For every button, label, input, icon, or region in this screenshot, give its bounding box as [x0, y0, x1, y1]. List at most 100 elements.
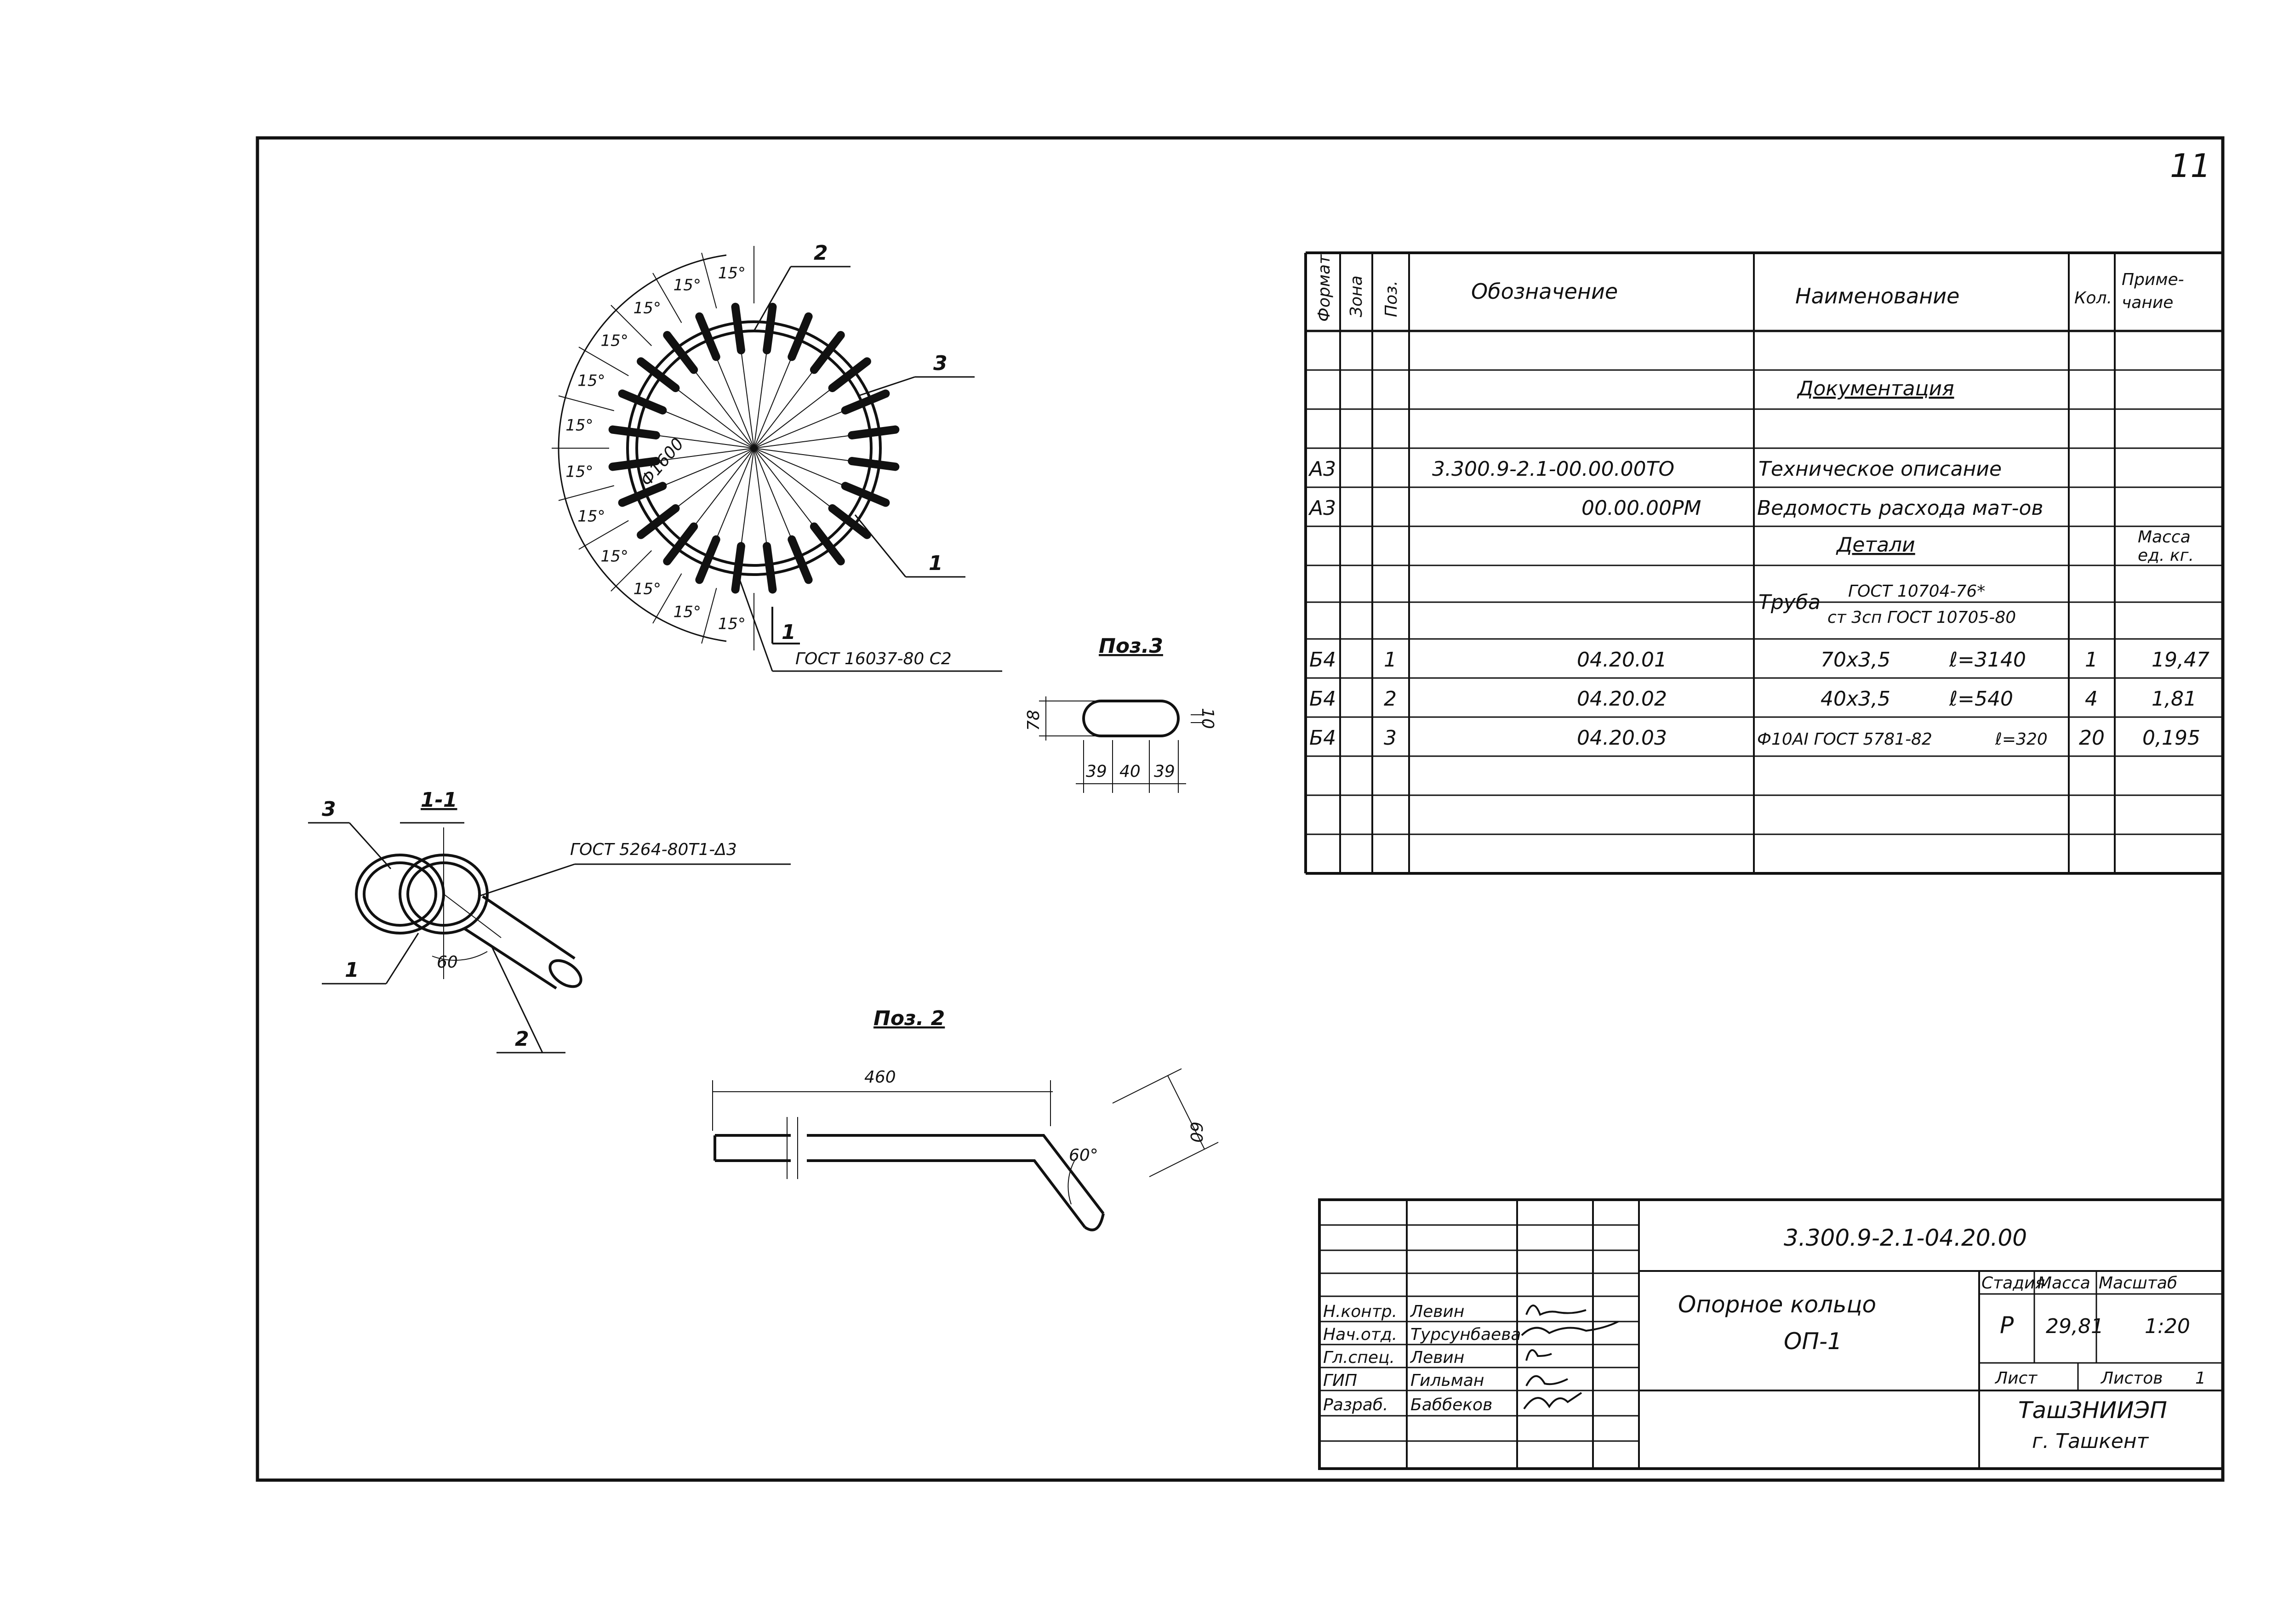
- detail-1-length: ℓ=3140: [1949, 648, 2026, 672]
- ring-angle-label: 15°: [634, 299, 661, 318]
- ring-anchor-bar: [788, 535, 813, 584]
- signatures: [1521, 1305, 1619, 1410]
- detail-3-qty: 20: [2079, 726, 2105, 750]
- detail-2-size: 40х3,5: [1821, 687, 1890, 711]
- header-format: Формат: [1315, 254, 1334, 322]
- header-qty: Кол.: [2074, 289, 2112, 308]
- pos3-gap: 10: [1198, 708, 1217, 729]
- angle-extension-line: [611, 550, 652, 592]
- mass-note-line2: ед. кг.: [2138, 546, 2194, 565]
- ring-anchor-bar: [608, 457, 660, 471]
- ring-angle-label: 15°: [718, 264, 746, 282]
- angle-extension-line: [701, 252, 717, 308]
- person-2: Турсунбаева: [1410, 1325, 1521, 1344]
- ring-angle-label: 15°: [674, 603, 701, 621]
- angle-extension-line: [578, 347, 629, 376]
- weld-note-section: ГОСТ 5264-80Т1-Δ3: [570, 840, 737, 859]
- angle-extension-line: [611, 305, 652, 346]
- ring-angle-label: 15°: [577, 507, 605, 525]
- callout-3-ring: 3: [933, 352, 948, 375]
- ring-anchor-bar: [608, 425, 660, 439]
- doc-row-1-designation: 3.300.9-2.1-00.00.00ТО: [1432, 457, 1674, 481]
- ring-anchor-bar: [663, 331, 698, 374]
- ring-angle-label: 15°: [601, 547, 628, 565]
- detail-3-designation: 04.20.03: [1577, 726, 1667, 750]
- detail-3-format: Б4: [1309, 726, 1336, 750]
- ring-angle-label: 15°: [565, 462, 593, 481]
- role-5: Разраб.: [1323, 1396, 1388, 1414]
- ring-angle-label: 15°: [718, 615, 746, 633]
- detail-2-qty: 4: [2085, 687, 2098, 711]
- pipe-standard-top: ГОСТ 10704-76*: [1848, 582, 1985, 601]
- detail-2-pos: 2: [1384, 687, 1397, 711]
- ring-anchor-bar: [828, 357, 871, 393]
- ring-angle-label: 15°: [577, 372, 605, 390]
- role-3: Гл.спец.: [1323, 1348, 1395, 1367]
- doc-row-1-format: А3: [1308, 457, 1336, 481]
- stage-label: Стадия: [1981, 1274, 2045, 1293]
- detail-1-size: 70х3,5: [1821, 648, 1890, 672]
- pos2-title: Поз. 2: [873, 1007, 945, 1030]
- callout-1-ring: 1: [929, 552, 943, 575]
- pos3-mid: 40: [1119, 762, 1141, 781]
- angle-extension-line: [558, 485, 614, 501]
- angle-extension-line: [578, 520, 629, 550]
- role-1: Н.контр.: [1323, 1302, 1397, 1321]
- pos3-left: 39: [1086, 762, 1107, 781]
- sheet-label: Лист: [1994, 1369, 2038, 1388]
- header-pos: Поз.: [1382, 280, 1401, 317]
- pos3-detail: Поз.3 78 10 39 40 39: [1024, 634, 1217, 793]
- document-code: 3.300.9-2.1-04.20.00: [1784, 1225, 2027, 1251]
- ring-angle-label: 15°: [634, 580, 661, 598]
- detail-3-size: Ф10АI ГОСТ 5781-82: [1757, 730, 1932, 749]
- ring-angle-label: 15°: [565, 416, 593, 435]
- pos2-detail: Поз. 2 460 60° 60: [712, 1007, 1219, 1231]
- detail-3-pos: 3: [1384, 726, 1397, 750]
- object-name-line1: Опорное кольцо: [1678, 1291, 1876, 1318]
- detail-2-format: Б4: [1309, 687, 1336, 711]
- pos3-title: Поз.3: [1099, 634, 1163, 658]
- ring-anchor-bar: [828, 504, 871, 539]
- ring-anchor-bar: [841, 482, 890, 507]
- detail-3-length: ℓ=320: [1995, 730, 2048, 749]
- object-name-line2: ОП-1: [1784, 1328, 1842, 1355]
- ring-anchor-bar: [695, 312, 720, 361]
- ring-anchor-bar: [841, 389, 890, 415]
- scale-value: 1:20: [2145, 1315, 2190, 1338]
- specification-table: Формат Зона Поз. Обозначение Наименовани…: [1304, 251, 2223, 875]
- callout-2-ring: 2: [814, 241, 828, 265]
- role-4: ГИП: [1323, 1371, 1357, 1390]
- detail-2-length: ℓ=540: [1949, 687, 2013, 711]
- ring-anchor-bar: [731, 302, 745, 354]
- detail-3-mass: 0,195: [2142, 726, 2200, 750]
- ring-anchor-bar: [618, 482, 667, 507]
- doc-row-2-designation: 00.00.00РМ: [1581, 496, 1701, 520]
- mass-value: 29,81: [2046, 1315, 2104, 1338]
- ring-anchor-bar: [763, 542, 777, 594]
- detail-2-mass: 1,81: [2152, 687, 2197, 711]
- header-note-line2: чание: [2122, 293, 2173, 312]
- angle-extension-line: [652, 273, 682, 323]
- header-zone: Зона: [1347, 275, 1366, 317]
- detail-1-format: Б4: [1309, 648, 1336, 672]
- ring-anchor-bar: [810, 331, 845, 374]
- ring-anchor-bar: [618, 389, 667, 415]
- pipe-label: Труба: [1758, 591, 1821, 614]
- ring-anchor-bar: [788, 312, 813, 361]
- angle-extension-line: [652, 573, 682, 624]
- header-designation: Обозначение: [1471, 279, 1618, 304]
- ring-anchor-bar: [663, 522, 698, 565]
- ring-anchor-bar: [695, 535, 720, 584]
- section-documentation: Документация: [1797, 377, 1954, 400]
- header-note-line1: Приме-: [2122, 270, 2184, 289]
- ring-plan-view: 15°15°15°15°15°15°15°15°15°15°15°15° Ф16…: [552, 241, 1002, 672]
- section-details: Детали: [1836, 533, 1915, 557]
- detail-2-designation: 04.20.02: [1577, 687, 1667, 711]
- detail-1-qty: 1: [2085, 648, 2098, 672]
- pipe-standard-bottom: ст 3сп ГОСТ 10705-80: [1827, 608, 2016, 627]
- ring-anchor-bar: [731, 542, 745, 594]
- role-2: Нач.отд.: [1323, 1325, 1397, 1344]
- pos3-right: 39: [1154, 762, 1175, 781]
- detail-1-mass: 19,47: [2152, 648, 2209, 672]
